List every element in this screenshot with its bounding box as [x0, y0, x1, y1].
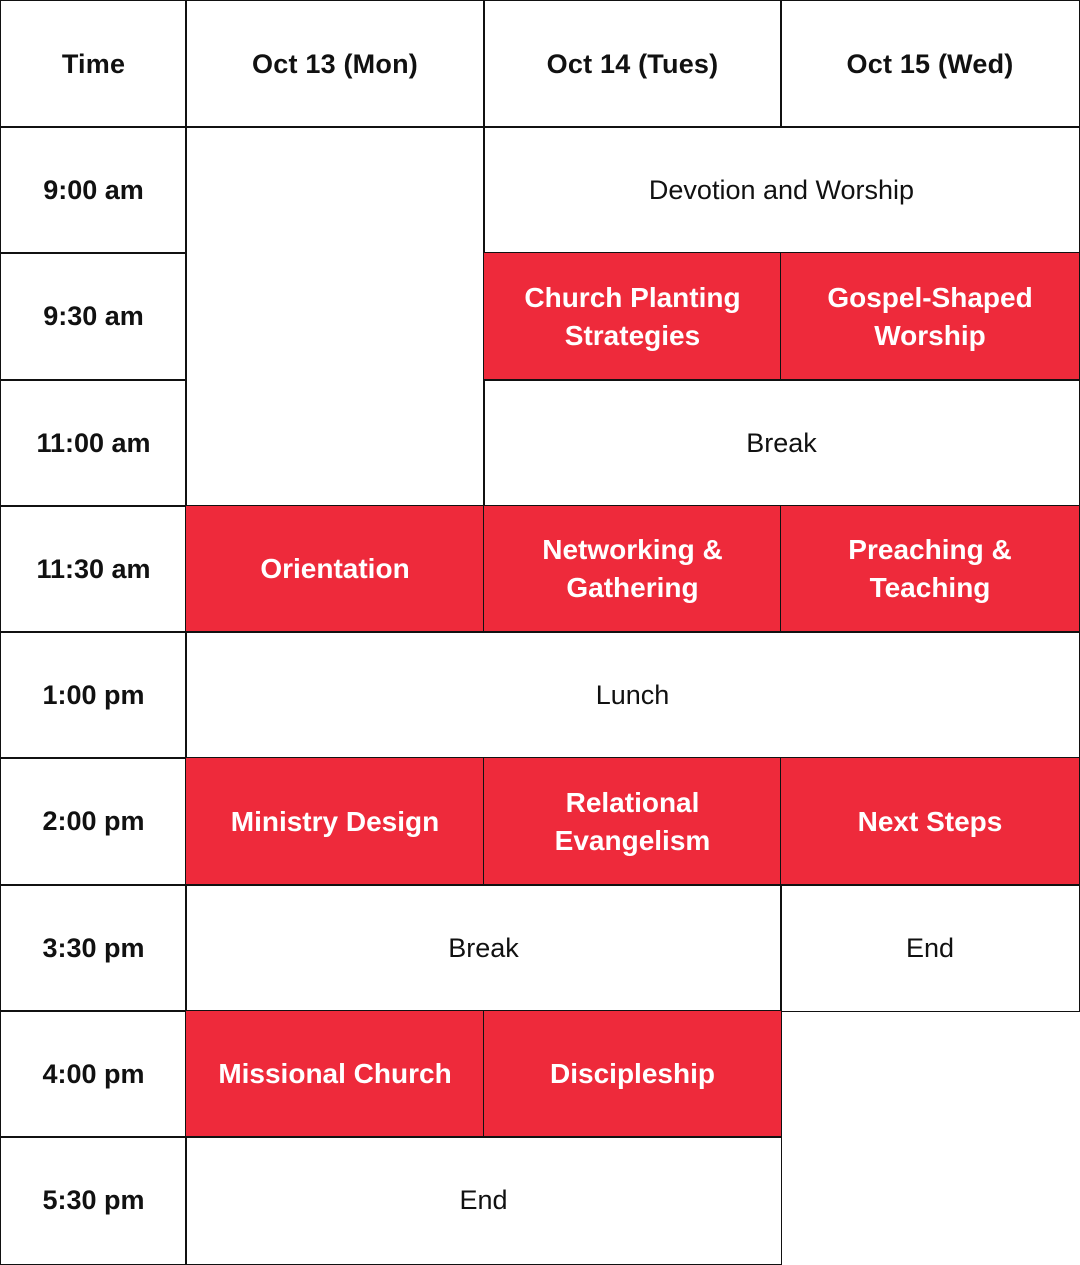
header-time-label: Time	[61, 48, 126, 79]
session-label: Gospel-Shaped Worship	[827, 281, 1033, 351]
time-slot: 11:00 am	[0, 379, 187, 507]
time-label: 4:00 pm	[42, 1058, 145, 1089]
event-label: End	[905, 932, 955, 963]
header-oct-15-label: Oct 15 (Wed)	[846, 48, 1014, 79]
session-label: Relational Evangelism	[554, 786, 711, 856]
time-slot: 11:30 am	[0, 505, 187, 633]
session-networking-gathering: Networking & Gathering	[483, 505, 782, 633]
event-break-morning: Break	[483, 379, 1080, 507]
time-slot: 4:00 pm	[0, 1010, 187, 1138]
header-oct-14: Oct 14 (Tues)	[483, 0, 782, 128]
event-end-final: End	[185, 1136, 782, 1265]
header-oct-15: Oct 15 (Wed)	[780, 0, 1080, 128]
event-lunch: Lunch	[185, 631, 1080, 759]
session-label: Church Planting Strategies	[524, 281, 741, 351]
header-oct-13: Oct 13 (Mon)	[185, 0, 485, 128]
time-label: 11:00 am	[36, 427, 151, 458]
header-oct-14-label: Oct 14 (Tues)	[546, 48, 719, 79]
empty-slot-oct-13-morning	[185, 126, 485, 507]
session-label: Next Steps	[857, 805, 1003, 837]
time-label: 11:30 am	[36, 553, 151, 584]
time-slot: 9:00 am	[0, 126, 187, 254]
event-label: Break	[448, 932, 519, 963]
time-label: 9:00 am	[43, 174, 144, 205]
session-next-steps: Next Steps	[780, 757, 1080, 886]
event-label: End	[459, 1185, 508, 1216]
session-orientation: Orientation	[185, 505, 485, 633]
event-end-oct-15: End	[780, 884, 1080, 1012]
time-slot: 3:30 pm	[0, 884, 187, 1012]
session-label: Ministry Design	[230, 805, 440, 837]
event-break-afternoon: Break	[185, 884, 782, 1012]
session-label: Missional Church	[218, 1058, 452, 1090]
event-label: Lunch	[595, 679, 670, 710]
time-label: 9:30 am	[43, 301, 144, 332]
time-label: 2:00 pm	[42, 806, 145, 837]
time-slot: 1:00 pm	[0, 631, 187, 759]
session-label: Preaching & Teaching	[848, 534, 1012, 603]
event-label: Devotion and Worship	[648, 174, 915, 205]
session-relational-evangelism: Relational Evangelism	[483, 757, 782, 886]
session-label: Orientation	[260, 553, 410, 585]
session-church-planting: Church Planting Strategies	[483, 252, 782, 381]
session-label: Discipleship	[550, 1058, 715, 1090]
event-label: Break	[746, 427, 817, 458]
time-slot: 9:30 am	[0, 252, 187, 381]
header-oct-13-label: Oct 13 (Mon)	[252, 48, 418, 79]
session-missional-church: Missional Church	[185, 1010, 485, 1138]
event-devotion-worship: Devotion and Worship	[483, 126, 1080, 254]
header-time: Time	[0, 0, 187, 128]
session-gospel-shaped-worship: Gospel-Shaped Worship	[780, 252, 1080, 381]
time-slot: 2:00 pm	[0, 757, 187, 886]
time-label: 5:30 pm	[42, 1185, 145, 1216]
session-preaching-teaching: Preaching & Teaching	[780, 505, 1080, 633]
time-slot: 5:30 pm	[0, 1136, 187, 1265]
session-label: Networking & Gathering	[542, 534, 723, 603]
time-label: 3:30 pm	[42, 932, 145, 963]
session-discipleship: Discipleship	[483, 1010, 782, 1138]
time-label: 1:00 pm	[42, 679, 145, 710]
session-ministry-design: Ministry Design	[185, 757, 485, 886]
